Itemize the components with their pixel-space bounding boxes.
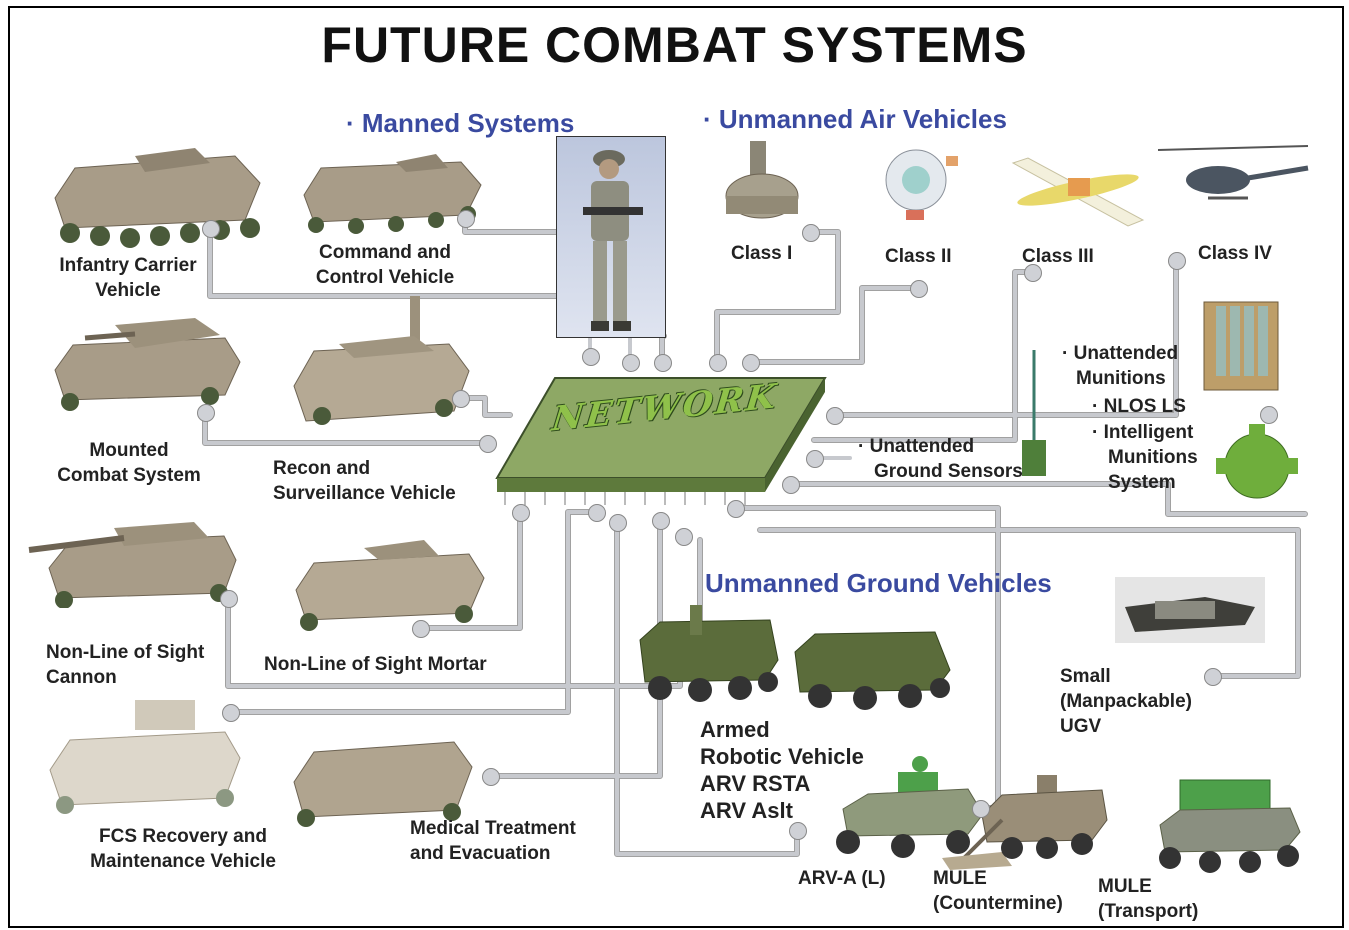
connector-node [652, 512, 670, 530]
connector-node [197, 404, 215, 422]
connector-node [1024, 264, 1042, 282]
connector-node [482, 768, 500, 786]
soldier-image [583, 150, 643, 331]
manned-systems-label: Manned Systems [361, 108, 575, 138]
connector-node [479, 435, 497, 453]
connector-node [220, 590, 238, 608]
connector-node [826, 407, 844, 425]
connector-node [782, 476, 800, 494]
connector-node [806, 450, 824, 468]
soldier-panel [556, 136, 666, 338]
mule-countermine-image [942, 775, 1108, 870]
mounted-combat-system-image [54, 318, 241, 411]
connector-node [910, 280, 928, 298]
connector-node [512, 504, 530, 522]
class-2-uav-image [885, 149, 958, 220]
class-3-label: Class III [1022, 246, 1094, 267]
mule-transport-image [1159, 779, 1301, 873]
connector-node [654, 354, 672, 372]
connector-node [457, 210, 475, 228]
connector-node [1260, 406, 1278, 424]
nlos-ls-launcher-image [1203, 301, 1279, 391]
arv-a-l-label: ARV-A (L) [798, 868, 886, 889]
nlos-cannon-image [28, 522, 237, 608]
mule-countermine-label: MULE(Countermine) [933, 868, 1063, 914]
connector-node [202, 220, 220, 238]
connector-node [727, 500, 745, 518]
armed-robotic-vehicle-image [639, 605, 779, 702]
class-4-label: Class IV [1198, 243, 1272, 264]
page-title: FUTURE COMBAT SYSTEMS [321, 17, 1028, 73]
medical-treatment-vehicle-image [293, 741, 473, 827]
nlos-mortar-image [295, 540, 485, 631]
infantry-carrier-vehicle-image [54, 148, 261, 248]
unattended-munitions-label: · Unattended Munitions [1062, 343, 1179, 389]
connector-node [582, 348, 600, 366]
connector-node [1168, 252, 1186, 270]
ground-sensor-image [1022, 350, 1046, 476]
manned-systems-header: · Manned Systems [346, 108, 575, 138]
uav-header: · Unmanned Air Vehicles [703, 104, 1007, 134]
connector-node [412, 620, 430, 638]
connector-node [222, 704, 240, 722]
ground-sensors-label: · Unattended Ground Sensors [858, 436, 1023, 482]
small-ugv-image [1115, 577, 1265, 643]
class-3-uav-image [1011, 157, 1145, 227]
fcs-recovery-vehicle-image [49, 700, 241, 814]
mule-transport-label: MULE(Transport) [1098, 876, 1199, 922]
connector-node [789, 822, 807, 840]
class-1-uav-image [725, 141, 799, 219]
connector-node [972, 800, 990, 818]
arv-aslt-image [794, 631, 951, 710]
connector-node [1204, 668, 1222, 686]
nlos-mortar-label: Non-Line of Sight Mortar [264, 654, 487, 675]
connector-node [709, 354, 727, 372]
small-ugv-label: Small(Manpackable)UGV [1060, 666, 1192, 737]
intelligent-munitions-image [1216, 424, 1298, 499]
nlos-ls-label: · NLOS LS [1092, 396, 1186, 417]
connector-node [622, 354, 640, 372]
ugv-header: Unmanned Ground Vehicles [705, 568, 1052, 598]
connector-node [802, 224, 820, 242]
class-4-uav-image [1157, 145, 1309, 200]
class-2-label: Class II [885, 246, 952, 267]
intelligent-munitions-label: · Intelligent Munitions System [1092, 422, 1198, 493]
network-chip [495, 377, 827, 505]
connector-node [588, 504, 606, 522]
connector-node [609, 514, 627, 532]
recon-surveillance-vehicle-image [293, 296, 470, 425]
class-1-label: Class I [731, 243, 793, 264]
connector-node [452, 390, 470, 408]
connector-node [675, 528, 693, 546]
uav-label: Unmanned Air Vehicles [718, 104, 1007, 134]
connector-node [742, 354, 760, 372]
